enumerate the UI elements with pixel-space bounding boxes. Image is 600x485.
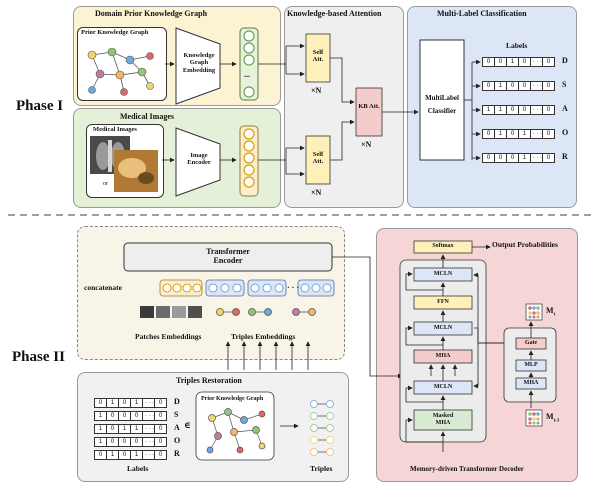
output-probabilities-label: Output Probabilities — [492, 240, 558, 249]
medical-images-inner-title: Medical Images — [93, 126, 137, 133]
label-cell: 0 — [154, 437, 167, 447]
phase-1-label: Phase I — [16, 98, 64, 114]
label-cell: 0 — [154, 411, 167, 421]
kg-embedding-encoder — [175, 27, 221, 105]
mcln-low-label: MCLN — [433, 384, 453, 390]
kb-att-label: KB Att. — [358, 103, 380, 110]
memory-mha-label: MHA — [523, 380, 539, 386]
triples-mini — [216, 308, 316, 316]
times-n-kb: ×N — [361, 140, 372, 149]
restoration-title: Triples Restoration — [176, 376, 242, 385]
element-of-symbol: ∈ — [184, 420, 191, 430]
label-cell: 0 — [542, 81, 555, 91]
or-text: or — [103, 181, 108, 187]
mt-subscript: t — [553, 312, 556, 318]
prior-graph-network — [87, 47, 154, 96]
label-cell: 0 — [542, 57, 555, 67]
mt1-subscript: t-1 — [553, 418, 560, 424]
mt-letter: M — [546, 306, 554, 315]
labels-header: Labels — [506, 41, 528, 50]
classifier-block — [419, 39, 465, 161]
mt-label: Mt — [546, 306, 555, 318]
patches-embeddings-label: Patches Embeddings — [135, 332, 202, 341]
patches-strip — [140, 306, 202, 318]
label-cell: 0 — [542, 129, 555, 139]
restoration-labels-caption: Labels — [127, 464, 149, 473]
phase-2-label: Phase II — [12, 349, 65, 365]
label-cell: 0 — [154, 398, 167, 408]
times-n-bottom: ×N — [311, 188, 322, 197]
row-label: S — [562, 80, 567, 89]
kg-embedding-dots: ... — [244, 70, 250, 79]
row-label: R — [562, 152, 568, 161]
label-cell: 0 — [542, 153, 555, 163]
histology-image — [114, 150, 158, 192]
concatenate-label: concatenate — [84, 283, 122, 292]
mcln-mid-label: MCLN — [433, 325, 453, 331]
row-label: O — [562, 128, 569, 137]
attention-panel-title: Knowledge-based Attention — [287, 9, 382, 18]
kg-embedding-label: Knowledge Graph Embedding — [182, 52, 216, 74]
concat-dots: · · · — [287, 283, 300, 292]
restoration-graph-network — [206, 408, 266, 454]
medical-images-panel-title: Medical Images — [120, 112, 174, 121]
row-label: S — [174, 410, 179, 419]
transformer-encoder-label: Transformer Encoder — [206, 247, 250, 266]
image-embedding-column — [239, 125, 259, 197]
mlp-label: MLP — [524, 362, 538, 368]
times-n-top: ×N — [311, 86, 322, 95]
restoration-graph-box — [195, 391, 275, 461]
triples-list — [310, 400, 334, 456]
self-att-bottom-block — [305, 135, 331, 185]
kb-att-block — [355, 87, 383, 137]
row-label: R — [174, 449, 180, 458]
mt1-label: Mt-1 — [546, 412, 559, 424]
row-label: O — [174, 436, 181, 445]
gate-label: Gate — [524, 340, 538, 346]
masked-mha-label: Masked MHA — [432, 413, 454, 426]
kg-embedding-column — [239, 27, 259, 101]
label-cell: 0 — [154, 450, 167, 460]
self-att-bottom-label: Self Att. — [312, 151, 324, 166]
restoration-graph-title: Prior Knowledge Graph — [201, 396, 264, 402]
mt1-letter: M — [546, 412, 554, 421]
mha-label: MHA — [435, 353, 451, 359]
row-label: A — [562, 104, 568, 113]
mt-matrix — [525, 303, 543, 321]
ffn-label: FFN — [437, 299, 449, 305]
restoration-triples-caption: Triples — [310, 464, 333, 473]
label-cell: 0 — [542, 105, 555, 115]
self-att-top-label: Self Att. — [312, 49, 324, 64]
softmax-label: Softmax — [432, 243, 454, 249]
prior-graph-inner-title: Prior Knowledge Graph — [81, 29, 149, 36]
prior-graph-panel-title: Domain Prior Knowledge Graph — [95, 9, 208, 18]
row-label: D — [562, 56, 568, 65]
triples-embeddings-label: Triples Embeddings — [231, 332, 296, 341]
concat-embedding-row — [159, 279, 335, 297]
row-label: A — [174, 423, 180, 432]
label-cell: 0 — [154, 424, 167, 434]
classifier-label: MultiLabel Classifier — [425, 94, 459, 116]
image-encoder-label: Image Encoder — [187, 152, 211, 167]
mcln-top-label: MCLN — [433, 271, 453, 277]
row-label: D — [174, 397, 180, 406]
image-encoder — [175, 127, 221, 197]
mt1-matrix — [525, 409, 543, 427]
classification-panel-title: Multi-Label Classification — [437, 9, 527, 18]
decoder-title: Memory-driven Transformer Decoder — [410, 465, 524, 473]
